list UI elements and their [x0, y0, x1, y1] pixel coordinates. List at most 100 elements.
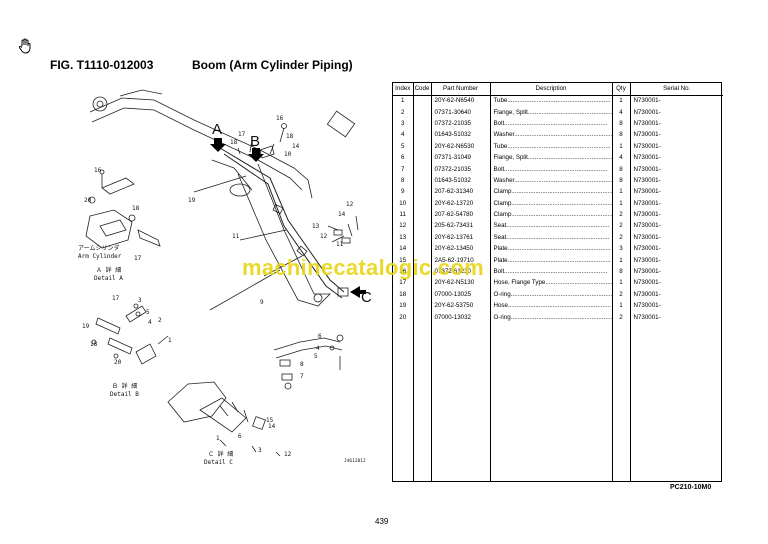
cell-qty: 1 — [612, 197, 631, 209]
svg-text:11: 11 — [336, 241, 344, 248]
svg-text:5: 5 — [314, 353, 318, 360]
cell-description: Washer..................................… — [490, 174, 613, 187]
cell-code — [413, 140, 432, 152]
cell-code — [413, 186, 432, 198]
cell-qty: 8 — [612, 129, 631, 141]
cell-index: 5 — [393, 140, 414, 152]
cell-qty: 2 — [612, 220, 631, 232]
svg-text:10: 10 — [284, 151, 292, 158]
cell-qty: 3 — [612, 243, 631, 255]
cell-serial-no: N730001- — [633, 154, 661, 162]
svg-text:18: 18 — [230, 139, 238, 146]
cell-serial-no: N730001- — [633, 268, 661, 276]
header-description: Description — [490, 83, 613, 96]
svg-text:18: 18 — [90, 341, 98, 348]
cell-qty: 1 — [612, 140, 631, 152]
cell-serial-no: N730001- — [633, 222, 661, 230]
cell-description: Flange, Split...........................… — [490, 151, 613, 164]
callout-a: A — [212, 121, 222, 138]
svg-text:9: 9 — [260, 299, 264, 306]
cell-description: Bolt....................................… — [490, 265, 613, 278]
cell-index: 6 — [393, 151, 414, 164]
cell-qty: 2 — [612, 311, 631, 323]
hand-pointer-icon[interactable] — [17, 38, 33, 54]
cell-description: Seat....................................… — [490, 231, 613, 244]
cell-part-number: 20Y-62-13450 — [431, 243, 491, 255]
cell-serial-no: N730001- — [633, 165, 661, 173]
cell-index: 17 — [393, 277, 414, 289]
detail-b-label: Detail B — [110, 391, 139, 398]
cell-description: Seat....................................… — [490, 220, 613, 232]
cell-part-number: 07372-21035 — [431, 117, 491, 130]
cell-code — [413, 117, 432, 130]
cell-serial-no: N730001- — [633, 290, 661, 298]
cell-code — [413, 163, 432, 175]
filler-cell — [490, 322, 613, 481]
cell-serial-no: N730001- — [633, 119, 661, 127]
parts-list-table: Index Code Part Number Description Qty S… — [392, 82, 723, 482]
table-filler-row — [393, 322, 723, 481]
cell-serial-no: N730001- — [633, 142, 661, 150]
svg-text:3: 3 — [258, 447, 262, 454]
figure-title: Boom (Arm Cylinder Piping) — [192, 58, 353, 72]
cell-description: Flange, Split...........................… — [490, 106, 613, 118]
filler-cell — [393, 322, 414, 481]
svg-text:8: 8 — [300, 361, 304, 368]
cell-qty: 8 — [612, 117, 631, 130]
cell-qty: 4 — [612, 151, 631, 164]
svg-text:16: 16 — [276, 115, 284, 122]
svg-text:7: 7 — [300, 373, 304, 380]
cell-serial-no: N730001- — [633, 233, 661, 241]
filler-cell — [630, 323, 723, 481]
svg-text:17: 17 — [112, 295, 120, 302]
cell-serial-no: N730001- — [633, 211, 661, 219]
figure-number: FIG. T1110-012003 — [50, 58, 154, 72]
cell-description: Bolt....................................… — [490, 163, 613, 175]
svg-text:16: 16 — [94, 167, 102, 174]
svg-text:12: 12 — [320, 233, 328, 240]
svg-text:3: 3 — [138, 297, 142, 304]
cell-index: 15 — [393, 254, 414, 266]
detail-a-jp: Ａ 詳 細 — [96, 266, 121, 274]
cell-qty: 1 — [612, 186, 631, 198]
cell-qty: 1 — [612, 277, 631, 289]
arm-cylinder-jp: アームシリンダ — [78, 244, 119, 252]
cell-serial-no: N730001- — [633, 279, 661, 287]
arm-cylinder-label: Arm Cylinder — [78, 253, 122, 260]
cell-index: 3 — [393, 117, 414, 130]
cell-serial-no: N730001- — [633, 245, 661, 253]
cell-serial-no: N730001- — [633, 188, 661, 196]
svg-text:18: 18 — [132, 205, 140, 212]
filler-cell — [431, 322, 491, 481]
cell-serial-no: N730001- — [633, 131, 661, 139]
cell-code — [413, 231, 432, 244]
cell-qty: 1 — [612, 254, 631, 266]
cell-qty: 8 — [612, 163, 631, 175]
cell-qty: 2 — [612, 231, 631, 244]
callout-b: B — [250, 133, 260, 150]
header-serial-no: Serial No. — [630, 83, 723, 96]
cell-serial-no: N730001- — [633, 176, 661, 184]
svg-text:2: 2 — [158, 317, 162, 324]
cell-code — [413, 208, 432, 221]
cell-description: Bolt....................................… — [490, 117, 613, 130]
svg-text:20: 20 — [114, 359, 122, 366]
cell-part-number: 07000-13025 — [431, 288, 491, 301]
cell-description: Hose....................................… — [490, 300, 613, 312]
svg-text:12: 12 — [346, 201, 354, 208]
header-qty: Qty — [612, 83, 631, 96]
cell-qty: 2 — [612, 208, 631, 221]
